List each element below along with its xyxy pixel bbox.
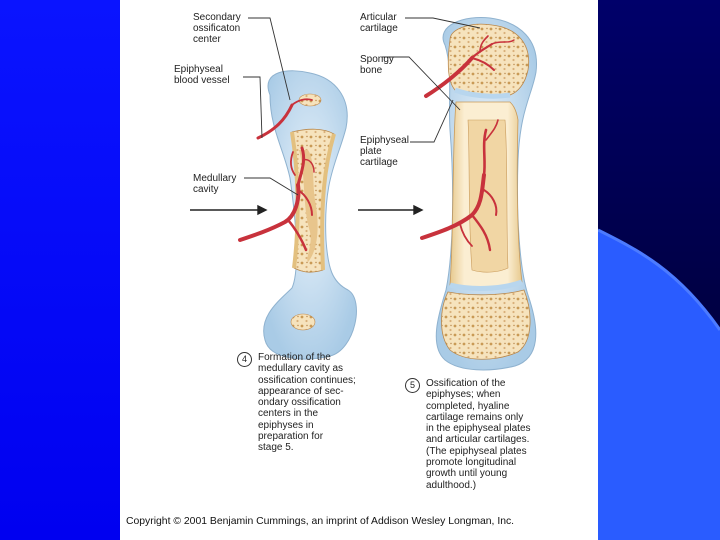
label-epiphyseal-blood-vessel: Epiphyseal blood vessel <box>174 64 230 86</box>
step-4-number: 4 <box>237 352 252 367</box>
step-5-caption: Ossification of the epiphyses; when comp… <box>426 378 531 491</box>
slide-background-left <box>0 0 120 540</box>
leader-plate <box>410 100 453 142</box>
decorative-swoosh <box>598 0 720 540</box>
leader-vessel <box>243 77 262 138</box>
bone-diagram-figure: Secondary ossificaton center Epiphyseal … <box>120 0 598 540</box>
label-medullary-cavity: Medullary cavity <box>193 173 236 195</box>
stage-5-bone <box>422 17 537 369</box>
label-secondary-ossification-center: Secondary ossificaton center <box>193 12 241 45</box>
step-4-caption: Formation of the medullary cavity as oss… <box>258 352 356 454</box>
label-epiphyseal-plate-cartilage: Epiphyseal plate cartilage <box>360 135 409 168</box>
label-articular-cartilage: Articular cartilage <box>360 12 398 34</box>
stage-arrow <box>358 206 422 214</box>
medullary-arrow <box>190 206 266 214</box>
step-5-number: 5 <box>405 378 420 393</box>
label-spongy-bone: Spongy bone <box>360 54 394 76</box>
copyright-notice: Copyright © 2001 Benjamin Cummings, an i… <box>126 516 514 527</box>
